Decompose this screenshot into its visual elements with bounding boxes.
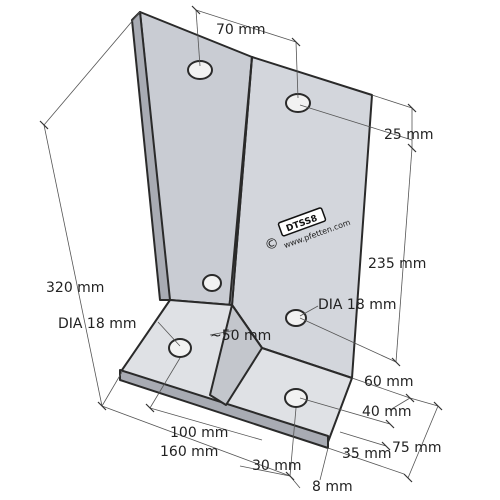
hole-left-mid (202, 274, 222, 292)
dim-dia-right: DIA 18 mm (318, 297, 396, 313)
dim-40mm: 40 mm (362, 404, 412, 420)
dim-320mm: 320 mm (46, 280, 104, 296)
dim-8mm: 8 mm (312, 479, 353, 495)
left-plate-edge (131, 11, 171, 301)
hole-right-mid (285, 309, 307, 327)
dim-100mm: 100 mm (170, 425, 228, 441)
dim-70mm: 70 mm (216, 22, 266, 38)
dim-235mm: 235 mm (368, 256, 426, 272)
dim-35mm: 35 mm (342, 446, 392, 462)
holes (168, 60, 311, 408)
hole-base-right (284, 388, 308, 408)
dim-30mm: 30 mm (252, 458, 302, 474)
dim-25mm: 25 mm (384, 127, 434, 143)
dim-60mm: 60 mm (364, 374, 414, 390)
dimension-lines (43, 9, 439, 489)
hole-base-left (168, 338, 192, 358)
dim-160mm: 160 mm (160, 444, 218, 460)
dim-75mm: 75 mm (392, 440, 442, 456)
dim-50mm: ~50 mm (210, 328, 271, 344)
gusset-foot (209, 304, 263, 406)
steel-bracket (119, 11, 373, 449)
dim-dia-left: DIA 18 mm (58, 316, 136, 332)
logo-badge (277, 207, 327, 237)
tick-marks (39, 5, 443, 483)
copyright-symbol: © (263, 235, 282, 255)
dimension-labels: 70 mm 25 mm 235 mm 320 mm DIA 18 mm DIA … (46, 22, 442, 495)
